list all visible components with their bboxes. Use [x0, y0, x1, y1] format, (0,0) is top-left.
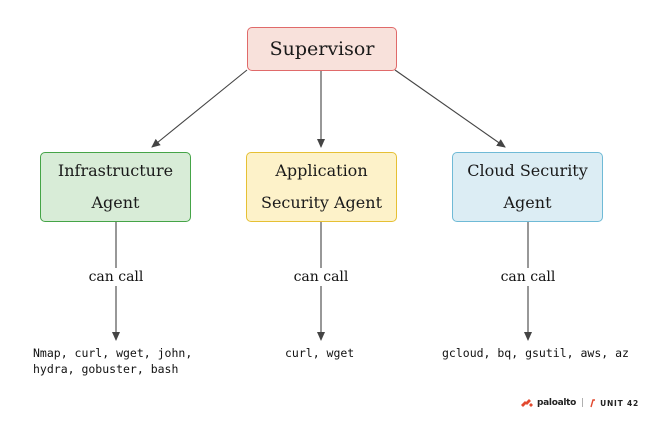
edge-label-appsec: can call — [261, 268, 381, 286]
edge-label-cloud: can call — [468, 268, 588, 286]
edge-supervisor-infra — [151, 69, 248, 148]
cloud-security-agent-label: Cloud Security Agent — [467, 161, 588, 212]
application-security-agent-label: Application Security Agent — [260, 161, 382, 212]
tools-appsec: curl, wget — [285, 346, 355, 360]
cloud-security-agent-node: Cloud Security Agent — [452, 152, 603, 222]
infrastructure-agent-label: Infrastructure Agent — [57, 161, 174, 212]
tools-cloud: gcloud, bq, gsutil, aws, az — [442, 346, 629, 360]
application-security-agent-node: Application Security Agent — [246, 152, 397, 222]
tools-infra: Nmap, curl, wget, john, hydra, gobuster,… — [33, 346, 193, 376]
logo-divider: | — [581, 398, 585, 408]
paloalto-logo-icon — [521, 399, 533, 407]
infrastructure-agent-node: Infrastructure Agent — [40, 152, 191, 222]
unit42-wordmark: UNIT 42 — [600, 398, 639, 408]
supervisor-label: Supervisor — [269, 38, 375, 60]
unit42-logo-icon — [590, 398, 596, 407]
supervisor-node: Supervisor — [247, 27, 397, 71]
paloalto-wordmark: paloalto — [537, 398, 577, 408]
footer-logo: paloalto | UNIT 42 — [520, 396, 639, 410]
edge-label-infra: can call — [56, 268, 176, 286]
edge-supervisor-cloud — [394, 69, 506, 148]
